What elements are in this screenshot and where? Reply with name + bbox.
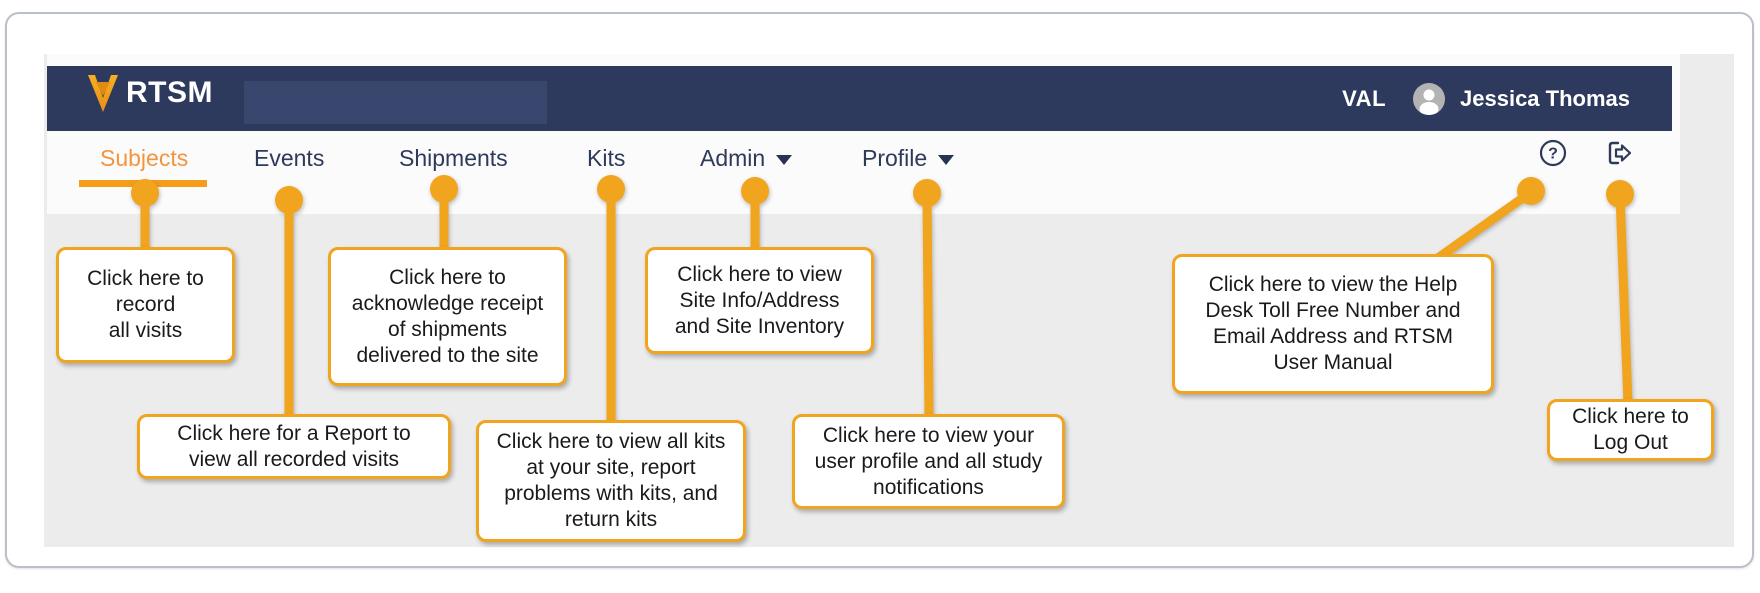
- environment-badge: VAL: [1342, 85, 1387, 111]
- logo-text: RTSM: [126, 76, 213, 109]
- callout-shipments: Click here to acknowledge receipt of shi…: [328, 247, 567, 386]
- callout-help: Click here to view the Help Desk Toll Fr…: [1172, 254, 1494, 394]
- tab-label: Events: [254, 144, 325, 171]
- tab-label: Admin: [700, 144, 766, 171]
- training-screenshot-canvas: RTSM VAL Jessica Thomas Subjects: [5, 12, 1754, 568]
- tab-admin[interactable]: Admin: [700, 144, 793, 172]
- svg-text:?: ?: [1548, 146, 1558, 163]
- callout-logout: Click here to Log Out: [1547, 399, 1714, 461]
- tab-label: Subjects: [100, 144, 189, 171]
- logo-v-icon: [88, 75, 118, 112]
- user-cluster[interactable]: VAL Jessica Thomas: [1342, 66, 1630, 131]
- callout-subjects: Click here to record all visits: [56, 247, 235, 363]
- tab-label: Profile: [862, 144, 928, 171]
- tab-label: Kits: [587, 144, 626, 171]
- logout-icon[interactable]: [1604, 138, 1636, 168]
- callout-admin: Click here to view Site Info/Address and…: [645, 247, 874, 354]
- callout-kits: Click here to view all kits at your site…: [476, 420, 746, 542]
- tab-shipments[interactable]: Shipments: [399, 144, 508, 172]
- tab-subjects[interactable]: Subjects: [100, 144, 188, 172]
- callout-events: Click here for a Report to view all reco…: [137, 414, 451, 479]
- tab-label: Shipments: [399, 144, 508, 171]
- chevron-down-icon: [776, 155, 793, 165]
- tab-events[interactable]: Events: [254, 144, 324, 172]
- help-icon[interactable]: ?: [1537, 138, 1569, 168]
- chevron-down-icon: [938, 155, 955, 165]
- callout-profile: Click here to view your user profile and…: [792, 414, 1065, 509]
- user-name: Jessica Thomas: [1460, 85, 1630, 111]
- avatar-icon: [1413, 82, 1446, 115]
- active-tab-underline: [79, 180, 207, 187]
- tab-kits[interactable]: Kits: [587, 144, 625, 172]
- outer-frame: RTSM VAL Jessica Thomas Subjects: [5, 12, 1754, 568]
- header-panel: [244, 81, 547, 124]
- app-logo[interactable]: RTSM: [85, 72, 213, 114]
- tab-profile[interactable]: Profile: [862, 144, 955, 172]
- app-header: RTSM VAL Jessica Thomas: [47, 66, 1672, 131]
